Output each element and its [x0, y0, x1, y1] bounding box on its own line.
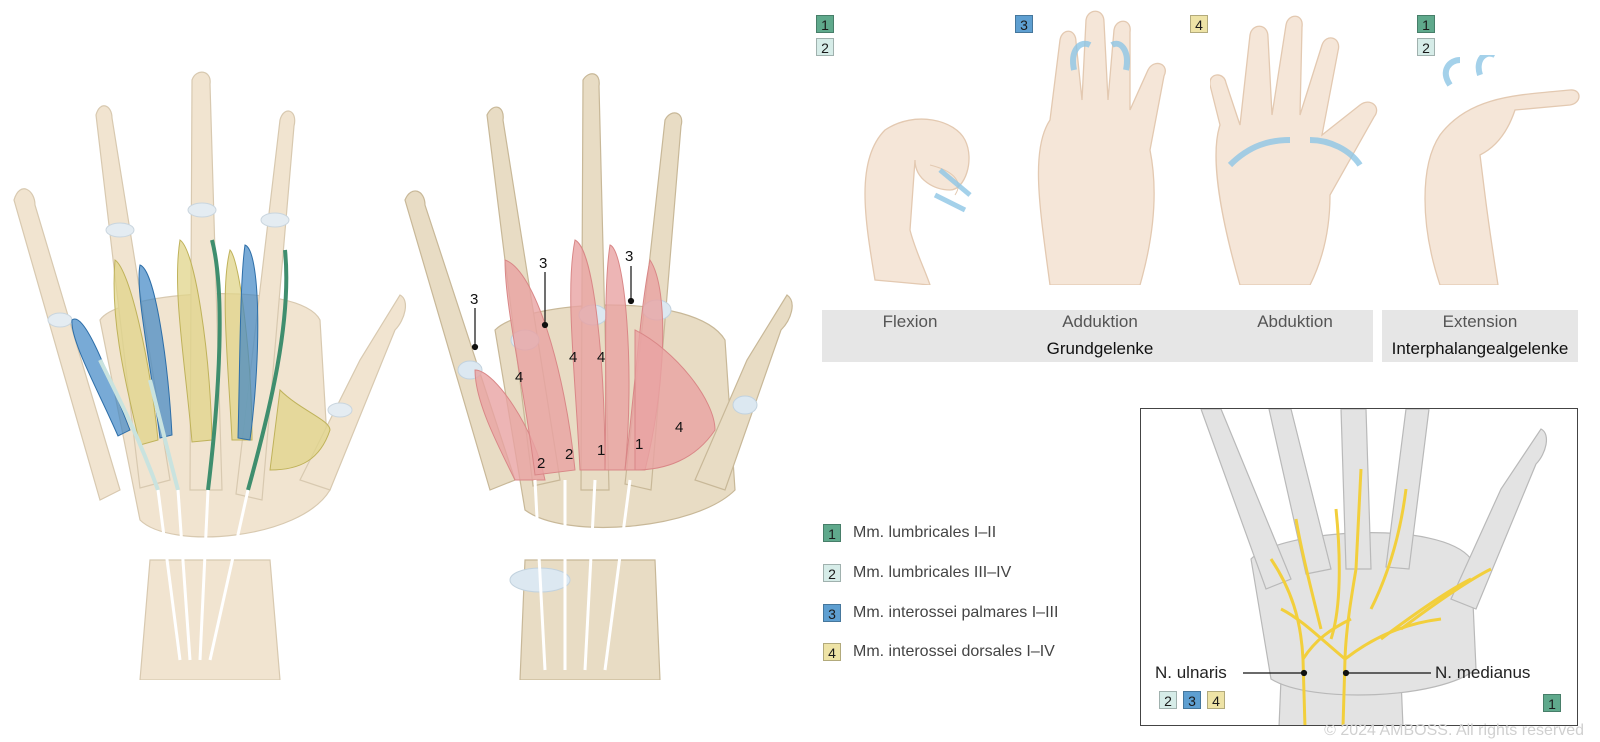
ulnaris-badge-4: 4 [1207, 691, 1225, 709]
legend-item-4: 4 Mm. interossei dorsales I–IV [823, 641, 1055, 663]
label-4-b: 4 [569, 349, 577, 366]
legend-text-3: Mm. interossei palmares I–III [853, 604, 1059, 621]
label-4-c: 4 [597, 349, 605, 366]
extension-badge-1: 1 [1417, 15, 1435, 33]
flexion-hand-illustration [864, 118, 972, 285]
legend-item-2: 2 Mm. lumbricales III–IV [823, 562, 1011, 584]
label-3-a: 3 [470, 291, 478, 308]
interphalangeal-bar [1382, 310, 1578, 362]
extension-badge-2: 2 [1417, 38, 1435, 56]
middle-hand-illustration: 3 3 3 4 4 4 4 2 2 1 1 [404, 73, 793, 680]
flexion-badge-1: 1 [816, 15, 834, 33]
legend-badge-3: 3 [823, 604, 841, 622]
copyright-text: © 2024 AMBOSS. All rights reserved [1324, 722, 1584, 739]
legend-badge-1: 1 [823, 524, 841, 542]
adduktion-hand-illustration [1037, 10, 1166, 285]
ulnaris-badge-3: 3 [1183, 691, 1201, 709]
interphalangeal-label: Interphalangealgelenke [1391, 339, 1569, 358]
left-hand-illustration [13, 71, 407, 680]
extension-label: Extension [1442, 312, 1518, 331]
legend-badge-4: 4 [823, 643, 841, 661]
legend-text-4: Mm. interossei dorsales I–IV [853, 643, 1055, 660]
label-1-a: 1 [597, 442, 605, 459]
legend-badge-2: 2 [823, 564, 841, 582]
abduktion-label: Abduktion [1257, 312, 1333, 331]
ulnaris-badge-2: 2 [1159, 691, 1177, 709]
grundgelenke-label: Grundgelenke [1046, 339, 1154, 358]
adduktion-badge-3: 3 [1015, 15, 1033, 33]
abduktion-badge-4: 4 [1190, 15, 1208, 33]
label-1-b: 1 [635, 436, 643, 453]
label-4-d: 4 [675, 419, 683, 436]
n-ulnaris-label: N. ulnaris [1155, 663, 1227, 682]
adduktion-label: Adduktion [1062, 312, 1138, 331]
flexion-label: Flexion [882, 312, 938, 331]
legend-text-1: Mm. lumbricales I–II [853, 524, 997, 541]
extension-hand-illustration [1424, 55, 1580, 285]
nerve-inset-illustration [1200, 409, 1548, 725]
nerve-inset-frame: N. ulnaris N. medianus 2 3 4 1 [1140, 408, 1578, 726]
legend-text-2: Mm. lumbricales III–IV [853, 564, 1012, 581]
medianus-badge-1: 1 [1543, 694, 1561, 712]
label-3-c: 3 [625, 248, 633, 265]
grundgelenke-bar [822, 310, 1373, 362]
n-medianus-label: N. medianus [1435, 663, 1531, 682]
label-2-b: 2 [565, 446, 573, 463]
label-4-a: 4 [515, 369, 523, 386]
abduktion-hand-illustration [1210, 15, 1378, 285]
label-3-b: 3 [539, 255, 547, 272]
legend-item-3: 3 Mm. interossei palmares I–III [823, 602, 1058, 624]
label-2-a: 2 [537, 455, 545, 472]
flexion-badge-2: 2 [816, 38, 834, 56]
legend-item-1: 1 Mm. lumbricales I–II [823, 522, 996, 544]
